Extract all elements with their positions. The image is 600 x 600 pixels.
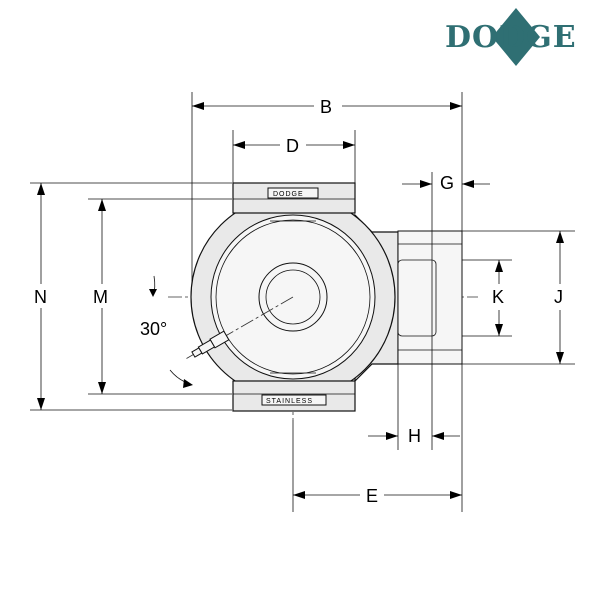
dimension-B: B — [192, 97, 462, 117]
dimension-J: J — [554, 231, 564, 364]
label-B: B — [320, 97, 332, 117]
grease-fitting — [186, 296, 294, 359]
logo-text: DODGE — [445, 20, 577, 55]
label-angle: 30° — [140, 319, 167, 339]
dimension-K: K — [492, 260, 504, 336]
label-H: H — [408, 426, 421, 446]
bore — [265, 269, 321, 325]
top-nameplate-text: DODGE — [273, 191, 304, 198]
label-D: D — [286, 136, 299, 156]
dodge-logo: DODGE — [445, 8, 577, 66]
bottom-nameplate — [261, 394, 327, 406]
angle-indicator — [149, 275, 193, 388]
label-E: E — [366, 486, 378, 506]
dimension-M: M — [93, 199, 108, 394]
dimension-N: N — [34, 183, 47, 410]
label-N: N — [34, 287, 47, 307]
top-nameplate — [267, 187, 319, 199]
threaded-boss — [397, 230, 463, 365]
label-J: J — [554, 287, 563, 307]
label-M: M — [93, 287, 108, 307]
dimension-D: D — [233, 136, 355, 156]
logo-diamond — [492, 8, 540, 66]
dimension-E: E — [293, 486, 462, 506]
dimension-G: G — [402, 173, 490, 193]
label-G: G — [440, 173, 454, 193]
dimension-H: H — [368, 426, 460, 446]
bottom-nameplate-text: STAINLESS — [266, 398, 313, 405]
label-K: K — [492, 287, 504, 307]
bearing-housing: DODGE STAINLESS — [190, 182, 463, 412]
